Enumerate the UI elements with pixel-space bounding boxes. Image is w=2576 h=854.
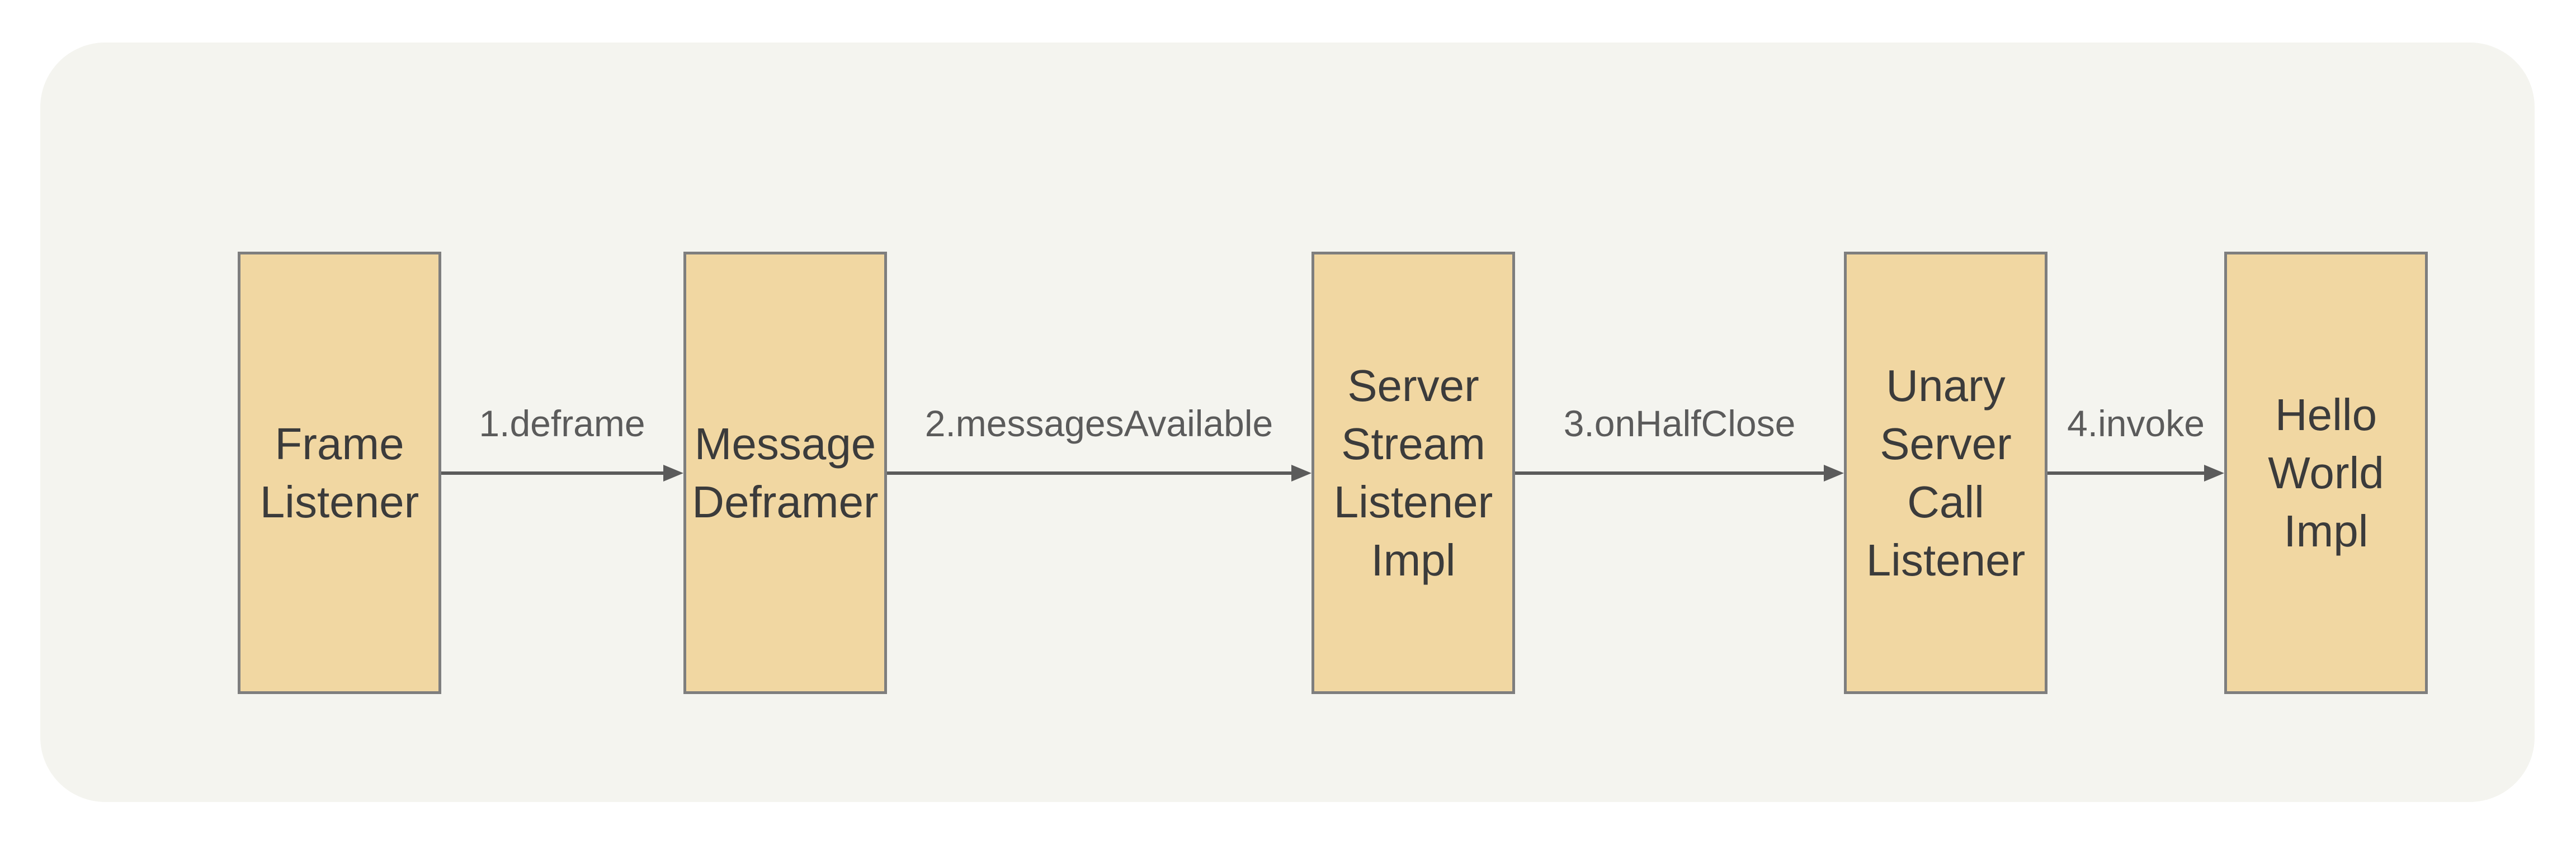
node-server-stream-listener-impl-label: Server Stream Listener Impl — [1333, 360, 1493, 585]
node-server-stream-listener-impl: Server Stream Listener Impl — [1311, 252, 1515, 694]
node-hello-world-impl: Hello World Impl — [2224, 252, 2428, 694]
arrow-on-half-close-label: 3.onHalfClose — [1563, 403, 1796, 444]
node-unary-server-call-listener-label: Unary Server Call Listener — [1866, 360, 2026, 585]
arrow-on-half-close — [1515, 465, 1844, 482]
arrow-messages-available-label: 2.messagesAvailable — [924, 403, 1273, 444]
arrow-deframe-label: 1.deframe — [479, 403, 645, 444]
diagram-panel: Frame Listener 1.deframe Message Deframe… — [40, 43, 2535, 802]
node-unary-server-call-listener: Unary Server Call Listener — [1844, 252, 2047, 694]
node-hello-world-impl-label: Hello World Impl — [2268, 389, 2384, 556]
node-message-deframer: Message Deframer — [683, 252, 887, 694]
node-message-deframer-label: Message Deframer — [692, 418, 879, 527]
node-frame-listener: Frame Listener — [238, 252, 441, 694]
arrow-messages-available — [887, 465, 1311, 482]
arrow-invoke — [2047, 465, 2224, 482]
arrow-invoke-label: 4.invoke — [2067, 403, 2205, 444]
arrow-deframe — [441, 465, 683, 482]
node-frame-listener-label: Frame Listener — [260, 418, 419, 527]
